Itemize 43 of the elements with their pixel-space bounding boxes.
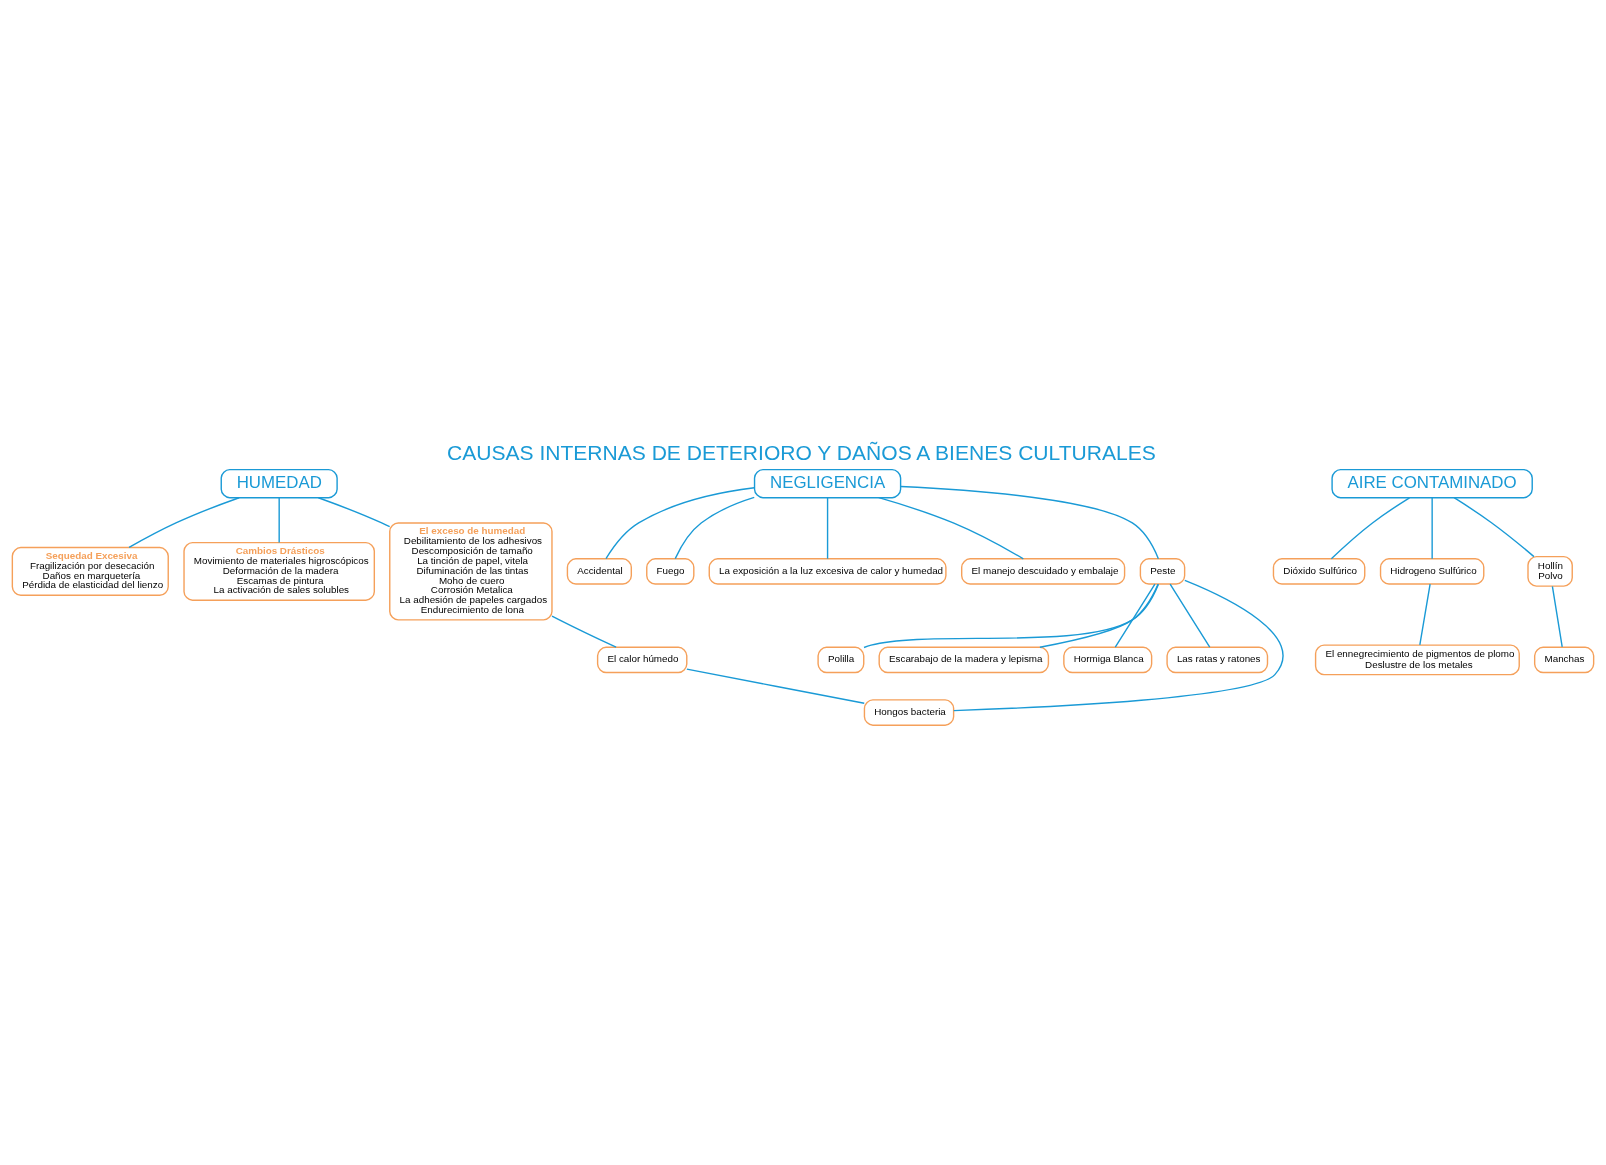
node-box: Polilla [817, 646, 865, 673]
connector [1453, 496, 1535, 557]
connector [953, 579, 1284, 711]
node-box: Dióxido Sulfúrico [1272, 557, 1366, 585]
connector [674, 496, 755, 559]
node-box: Peste [1139, 557, 1186, 585]
node-box: NEGLIGENCIA [753, 468, 902, 498]
connector [1169, 583, 1211, 648]
node-box: Escarabajo de la madera y lepisma [878, 646, 1050, 673]
node-box: Manchas [1533, 646, 1595, 673]
node-box: El calor húmedo [596, 646, 688, 673]
node-box: HUMEDAD [220, 468, 338, 498]
connector [278, 496, 280, 543]
node-box: Hollín Polvo [1527, 555, 1573, 587]
node-box: El ennegrecimiento de pigmentos de plomo Deslustre de los metales [1314, 643, 1520, 675]
connector [317, 496, 391, 527]
node-box: Hormiga Blanca [1063, 646, 1153, 673]
connector [551, 614, 617, 648]
node-box: AIRE CONTAMINADO [1331, 468, 1533, 498]
connector [878, 496, 1025, 559]
node-box: Sequedad Excesiva Fragilización por desecación Daños en marquetería Pérdida de elasticidad del lienzo [11, 546, 169, 596]
node-box: El exceso de humedad Debilitamiento de los adhesivos Descomposición de tamaño La tinción de papel, vitela Difuminación de las tintas Moho de cuero Corrosión Metalica La adhesión de papeles cargados Endurecimiento de lona [389, 521, 553, 621]
node-box: Las ratas y ratones [1166, 646, 1269, 673]
node-box: Cambios Drásticos Movimiento de materiales higroscópicos Deformación de la madera Escamas de pintura La activación de sales solubles [183, 541, 375, 601]
node-box: El manejo descuidado y embalaje [961, 557, 1126, 585]
connector [1330, 496, 1411, 559]
diagram-title: CAUSAS INTERNAS DE DETERIORO Y DAÑOS A BIENES CULTURALES [447, 440, 1156, 464]
connector [1039, 583, 1159, 648]
connector [863, 582, 1160, 648]
node-box: Fuego [646, 557, 695, 585]
connector [128, 496, 240, 548]
node-box: Hidrogeno Sulfúrico [1379, 557, 1485, 585]
connector [1431, 496, 1433, 559]
connector [1419, 583, 1431, 646]
node-box: Hongos bacteria [863, 698, 955, 726]
connector [1551, 585, 1563, 648]
node-box: Accidental [566, 557, 633, 585]
connector [1114, 583, 1156, 648]
connector [900, 485, 1160, 559]
connector [826, 496, 829, 559]
connector [605, 486, 756, 559]
connector [686, 667, 865, 704]
node-box: La exposición a la luz excesiva de calor y humedad [708, 557, 947, 585]
